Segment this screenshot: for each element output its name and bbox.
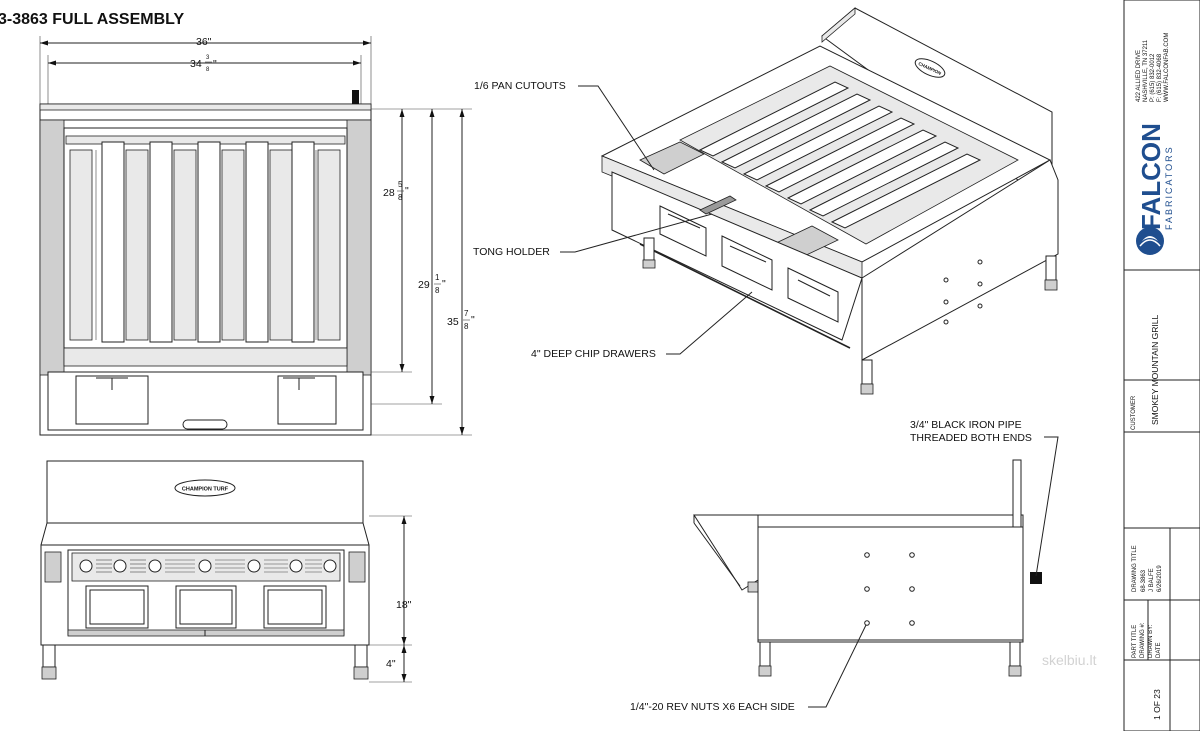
svg-text:34: 34 [190, 58, 202, 70]
callout-rev-nuts: 1/4"-20 REV NUTS X6 EACH SIDE [630, 701, 795, 713]
watermark: skelbiu.lt [1042, 652, 1097, 668]
drawn-by-value: J BALFE [1149, 568, 1155, 592]
iso-grates [698, 81, 982, 229]
svg-text:": " [213, 58, 217, 70]
champion-logo-front: CHAMPION TURF [182, 487, 229, 493]
sheet-number: 1 OF 23 [1152, 689, 1162, 720]
drawn-by-label: DRAWN BY: [1148, 624, 1154, 658]
dim-overall-width: 36" [196, 36, 212, 48]
svg-text:3: 3 [206, 55, 210, 61]
svg-text:": " [405, 185, 409, 197]
svg-text:": " [471, 314, 475, 326]
svg-text:29: 29 [418, 279, 430, 291]
isometric-view: CHAMPION [473, 7, 1059, 395]
dim-inner-width: 34 3 8 " [190, 55, 217, 73]
drawing-title-label: DRAWING TITLE [1132, 545, 1138, 592]
callout-pan-cutouts: 1/6 PAN CUTOUTS [474, 80, 566, 92]
svg-text:28: 28 [383, 187, 395, 199]
grill-grates [69, 141, 341, 343]
dim-height-28: 28 5 8 " [383, 180, 409, 202]
callout-pipe-line1: 3/4" BLACK IRON PIPE [910, 419, 1022, 431]
lower-front-view: CHAMPION TURF [40, 460, 412, 683]
date-value: 6/26/2019 [1157, 565, 1163, 592]
dim-leg-4: 4" [386, 658, 396, 670]
title-block: FALCON FABRICATORS 422 ALLIED DRIVE NASH… [1123, 0, 1200, 731]
svg-text:8: 8 [206, 67, 210, 73]
svg-text:8: 8 [398, 193, 403, 202]
part-title-label: PART TITLE [1132, 625, 1138, 658]
svg-text:5: 5 [398, 180, 403, 189]
company-sub: FABRICATORS [1164, 145, 1174, 230]
svg-text:7: 7 [464, 309, 469, 318]
svg-text:422 ALLIED DRIVE: 422 ALLIED DRIVE [1136, 50, 1142, 102]
drawing-no-value: 68-3863 [1141, 569, 1147, 592]
svg-text:": " [442, 278, 446, 290]
date-label: DATE [1156, 642, 1162, 658]
callout-chip-drawers: 4" DEEP CHIP DRAWERS [531, 348, 656, 360]
rev-nut-holes [864, 552, 915, 626]
company-name: FALCON [1136, 123, 1166, 230]
front-view: 36" 34 3 8 " [39, 36, 475, 436]
dim-height-29: 29 1 8 " [418, 273, 446, 295]
svg-text:8: 8 [464, 322, 469, 331]
company-address: 422 ALLIED DRIVE NASHVILLE, TN 37211 P: … [1136, 33, 1170, 102]
svg-text:NASHVILLE, TN 37211: NASHVILLE, TN 37211 [1143, 39, 1149, 102]
svg-text:F: (615) 832-4068: F: (615) 832-4068 [1157, 53, 1163, 102]
dim-height-35: 35 7 8 " [447, 309, 475, 331]
drawing-title: 3-3863 FULL ASSEMBLY [0, 11, 184, 28]
svg-text:35: 35 [447, 316, 459, 328]
falcon-logo: FALCON FABRICATORS [1136, 123, 1174, 255]
svg-text:1: 1 [435, 273, 440, 282]
callout-tong-holder: TONG HOLDER [473, 246, 550, 258]
svg-text:WWW.FALCONFAB.COM: WWW.FALCONFAB.COM [1164, 33, 1170, 102]
customer-label: CUSTOMER [1131, 395, 1137, 430]
drawing-no-label: DRAWING #: [1140, 622, 1146, 658]
dim-height-18: 18" [396, 599, 412, 611]
callout-pipe-line2: THREADED BOTH ENDS [910, 432, 1032, 444]
side-view: 3/4" BLACK IRON PIPE THREADED BOTH ENDS … [630, 419, 1059, 713]
control-knobs [79, 559, 337, 573]
svg-text:P: (615) 832-0012: P: (615) 832-0012 [1150, 53, 1156, 102]
svg-text:8: 8 [435, 286, 440, 295]
drawing-title-value: SMOKEY MOUNTAIN GRILL [1150, 315, 1160, 425]
